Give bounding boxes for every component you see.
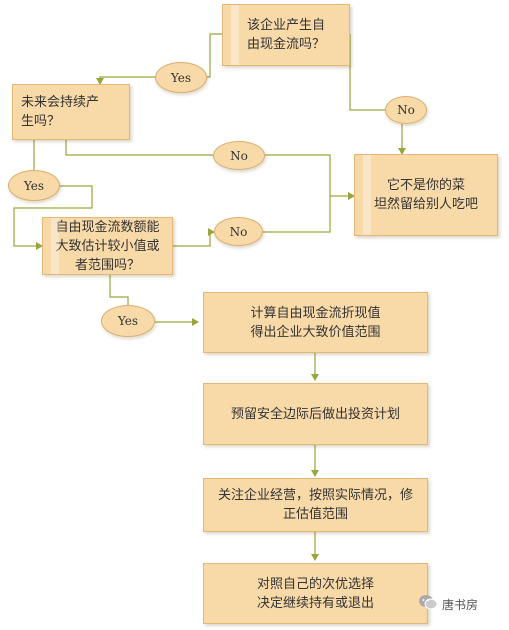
question-free-cash-flow-text: 该企业产生自 由现金流吗？ bbox=[246, 18, 325, 52]
yes-label-1: Yes bbox=[155, 62, 207, 93]
step-compare-alternatives-text: 对照自己的次优选择 决定继续持有或退出 bbox=[256, 576, 374, 611]
line-yes1-to-q2 bbox=[96, 76, 156, 85]
line-no3-to-result bbox=[263, 196, 331, 233]
step-monitor-business-text: 关注企业经营，按照实际情况，修 正估值范围 bbox=[217, 488, 413, 522]
yes-label-1-text: Yes bbox=[170, 70, 192, 85]
no-label-1-text: No bbox=[397, 103, 415, 117]
line-yes2-to-q3 bbox=[13, 185, 93, 250]
question-sustainable: 未来会持续产 生吗？ bbox=[12, 84, 130, 140]
step-compare-alternatives: 对照自己的次优选择 决定继续持有或退出 bbox=[203, 563, 428, 624]
step-safety-margin: 预留安全边际后做出投资计划 bbox=[203, 383, 428, 445]
no-label-2: No bbox=[213, 141, 265, 170]
wechat-icon bbox=[418, 594, 438, 614]
step-calculate-dcf: 计算自由现金流折现值 得出企业大致价值范围 bbox=[203, 292, 428, 353]
step-calculate-dcf-text: 计算自由现金流折现值 得出企业大致价值范围 bbox=[250, 305, 381, 340]
no-label-2-text: No bbox=[230, 148, 248, 163]
question-sustainable-text: 未来会持续产 生吗？ bbox=[21, 95, 100, 129]
question-estimate-range-text: 自由现金流数额能 大致估计较小值或 者范围吗？ bbox=[55, 219, 160, 273]
result-not-for-you-text: 它不是你的菜 坦然留给别人吃吧 bbox=[373, 178, 478, 212]
watermark: 唐书房 bbox=[418, 594, 478, 614]
question-estimate-range: 自由现金流数额能 大致估计较小值或 者范围吗？ bbox=[42, 217, 173, 275]
no-label-1: No bbox=[385, 96, 427, 124]
line-q3-to-yes3 bbox=[109, 275, 129, 305]
step-safety-margin-text: 预留安全边际后做出投资计划 bbox=[230, 406, 400, 422]
line-no2-to-result bbox=[265, 154, 355, 200]
line-q1-to-yes bbox=[206, 33, 222, 78]
watermark-text: 唐书房 bbox=[442, 597, 479, 612]
step-monitor-business: 关注企业经营，按照实际情况，修 正估值范围 bbox=[203, 478, 428, 532]
no-label-3: No bbox=[214, 217, 263, 246]
result-not-for-you: 它不是你的菜 坦然留给别人吃吧 bbox=[354, 154, 498, 236]
no-label-3-text: No bbox=[229, 224, 248, 239]
yes-label-3-text: Yes bbox=[117, 314, 139, 328]
yes-label-3: Yes bbox=[101, 305, 155, 337]
line-q3-to-no3 bbox=[173, 228, 215, 247]
line-q2-to-no2 bbox=[65, 140, 213, 156]
yes-label-2: Yes bbox=[8, 170, 60, 201]
yes-label-2-text: Yes bbox=[23, 178, 45, 193]
question-free-cash-flow: 该企业产生自 由现金流吗？ bbox=[222, 4, 350, 66]
line-q1-to-no1 bbox=[349, 34, 386, 111]
